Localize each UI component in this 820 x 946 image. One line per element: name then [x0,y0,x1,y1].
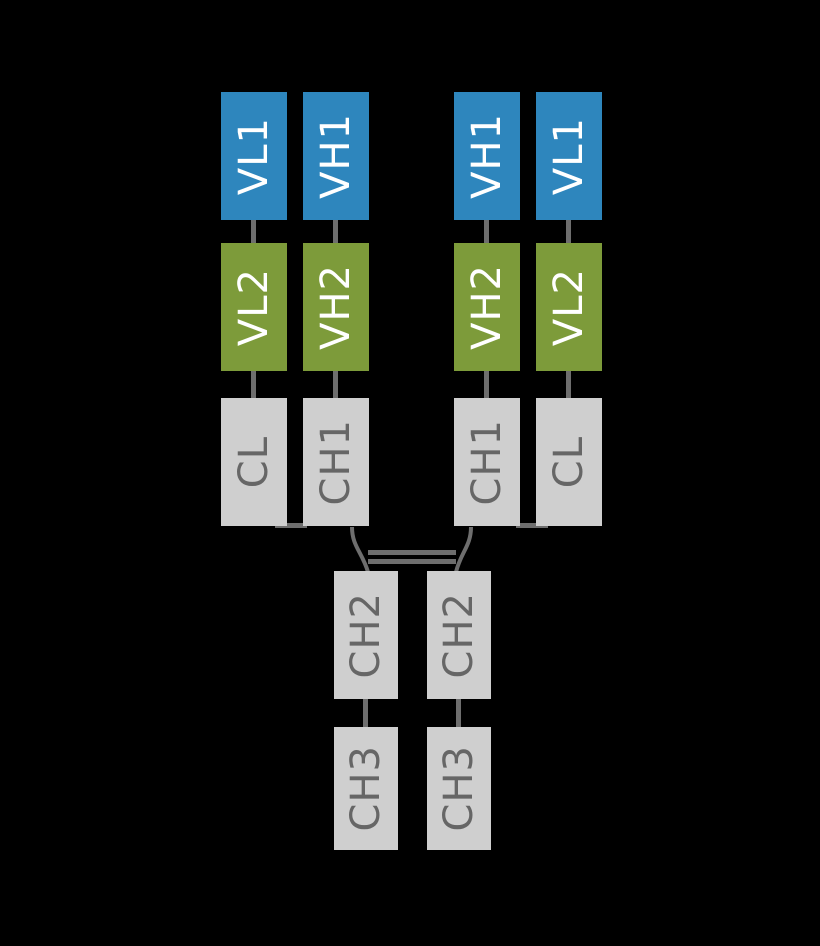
domain-ch2-left[interactable]: CH2 [334,571,398,699]
connector-vl2-cl-left [251,371,256,398]
domain-label: VH1 [464,113,510,199]
domain-cl-right[interactable]: CL [536,398,602,526]
domain-label: CH1 [313,418,359,506]
domain-cl-left[interactable]: CL [221,398,287,526]
domain-label: CL [231,435,277,489]
domain-vh2-right[interactable]: VH2 [454,243,520,371]
domain-label: CH1 [464,418,510,506]
domain-label: CH2 [343,591,389,679]
domain-label: VL2 [546,267,592,347]
domain-vl2-right[interactable]: VL2 [536,243,602,371]
connector-ch2-ch3-left [363,699,368,727]
connector-vl1-vl2-right [566,220,571,243]
disulfide-bond-cl-ch1-right [516,523,548,528]
domain-label: VL1 [231,116,277,196]
domain-label: CL [546,435,592,489]
disulfide-bond-cl-ch1-left [275,523,307,528]
domain-label: CH2 [436,591,482,679]
domain-label: VH1 [313,113,359,199]
domain-ch2-right[interactable]: CH2 [427,571,491,699]
connector-vh1-vh2-left [333,220,338,243]
disulfide-bond-hinge-upper [368,550,456,555]
connector-vh1-vh2-right [484,220,489,243]
domain-label: VL1 [546,116,592,196]
domain-label: VH2 [313,264,359,350]
connector-ch2-ch3-right [456,699,461,727]
domain-vh1-right[interactable]: VH1 [454,92,520,220]
domain-label: CH3 [436,745,482,832]
domain-ch3-left[interactable]: CH3 [334,727,398,850]
domain-vh2-left[interactable]: VH2 [303,243,369,371]
domain-vh1-left[interactable]: VH1 [303,92,369,220]
hinge-curve-left [350,526,370,573]
domain-label: VL2 [231,267,277,347]
domain-label: VH2 [464,264,510,350]
domain-vl2-left[interactable]: VL2 [221,243,287,371]
domain-ch1-left[interactable]: CH1 [303,398,369,526]
connector-vl2-cl-right [566,371,571,398]
connector-vl1-vl2-left [251,220,256,243]
domain-vl1-left[interactable]: VL1 [221,92,287,220]
connector-vh2-ch1-right [484,371,489,398]
domain-ch3-right[interactable]: CH3 [427,727,491,850]
disulfide-bond-hinge-lower [368,559,456,564]
domain-ch1-right[interactable]: CH1 [454,398,520,526]
connector-vh2-ch1-left [333,371,338,398]
domain-label: CH3 [343,745,389,832]
domain-vl1-right[interactable]: VL1 [536,92,602,220]
hinge-curve-right [454,526,473,573]
